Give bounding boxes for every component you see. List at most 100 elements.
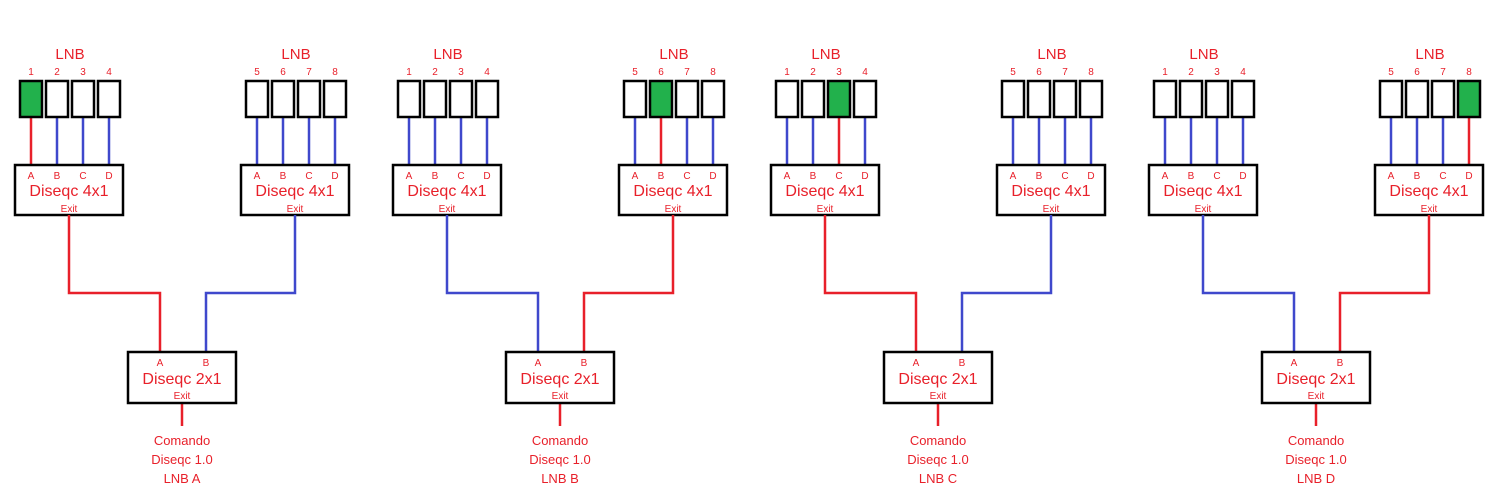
exit-label: Exit — [552, 391, 569, 402]
diseqc-4x1-label: Diseqc 4x1 — [407, 183, 486, 200]
lnb-box — [1026, 79, 1052, 119]
lnb-box — [1178, 79, 1204, 119]
switch-input-label: A — [784, 171, 791, 182]
lnb-box — [70, 79, 96, 119]
lnb-title: LNB — [1037, 46, 1066, 63]
command-caption: LNB A — [164, 471, 201, 486]
switch-link-wire — [823, 215, 918, 352]
lnb-box — [18, 79, 44, 119]
lnb-number: 4 — [862, 67, 868, 78]
switch-input-label: D — [1087, 171, 1094, 182]
exit-label: Exit — [61, 204, 78, 215]
lnb-box — [322, 79, 348, 119]
switch-link-wire — [1338, 215, 1431, 352]
switch-input-label: B — [54, 171, 61, 182]
switch-input-label: B — [280, 171, 287, 182]
switch-input-label: C — [79, 171, 86, 182]
switch-input-label: B — [658, 171, 665, 182]
diseqc-4x1-box — [1373, 163, 1485, 217]
exit-label: Exit — [665, 204, 682, 215]
exit-label: Exit — [1421, 204, 1438, 215]
lnb-box — [774, 79, 800, 119]
diseqc-4x1-box — [13, 163, 125, 217]
lnb-number: 4 — [484, 67, 490, 78]
lnb-box — [700, 79, 726, 119]
switch-link-wire — [582, 215, 675, 352]
command-caption: Diseqc 1.0 — [1285, 452, 1346, 467]
lnb-box — [422, 79, 448, 119]
lnb-number: 8 — [332, 67, 338, 78]
lnb-box — [296, 79, 322, 119]
switch-input-label: A — [28, 171, 35, 182]
exit-label: Exit — [439, 204, 456, 215]
switch-input-label: A — [406, 171, 413, 182]
switch-input-label: B — [1188, 171, 1195, 182]
switch-link-wire — [67, 215, 162, 352]
lnb-number: 2 — [432, 67, 438, 78]
switch-input-label: D — [861, 171, 868, 182]
lnb-box — [674, 79, 700, 119]
lnb-number: 3 — [458, 67, 464, 78]
lnb-box — [1230, 79, 1256, 119]
lnb-title: LNB — [659, 46, 688, 63]
command-caption: LNB D — [1297, 471, 1335, 486]
switch-link-wire — [1201, 215, 1296, 352]
lnb-number: 8 — [710, 67, 716, 78]
switch-input-label: A — [632, 171, 639, 182]
switch-input-label: C — [1213, 171, 1220, 182]
lnb-title: LNB — [433, 46, 462, 63]
lnb-number: 4 — [1240, 67, 1246, 78]
switch-input-label: C — [305, 171, 312, 182]
switch-input-label: B — [1036, 171, 1043, 182]
diseqc-2x1-box — [126, 350, 238, 405]
exit-label: Exit — [287, 204, 304, 215]
switch-input-label: B — [1414, 171, 1421, 182]
diseqc-4x1-label: Diseqc 4x1 — [29, 183, 108, 200]
exit-label: Exit — [174, 391, 191, 402]
command-caption: LNB B — [541, 471, 579, 486]
diseqc-2x1-box — [504, 350, 616, 405]
lnb-box — [1430, 79, 1456, 119]
lnb-number: 5 — [632, 67, 638, 78]
lnb-box — [1078, 79, 1104, 119]
lnb-title: LNB — [1415, 46, 1444, 63]
switch-input-label: B — [432, 171, 439, 182]
lnb-number: 7 — [1440, 67, 1446, 78]
diseqc-2x1-box — [882, 350, 994, 405]
lnb-number: 5 — [254, 67, 260, 78]
exit-label: Exit — [817, 204, 834, 215]
lnb-box — [1152, 79, 1178, 119]
diseqc-4x1-label: Diseqc 4x1 — [785, 183, 864, 200]
switch-input-label: A — [535, 358, 542, 369]
command-caption: Comando — [532, 433, 588, 448]
command-caption: Diseqc 1.0 — [529, 452, 590, 467]
lnb-box — [622, 79, 648, 119]
lnb-number: 4 — [106, 67, 112, 78]
switch-input-label: B — [1337, 358, 1344, 369]
lnb-number: 1 — [1162, 67, 1168, 78]
lnb-number: 2 — [54, 67, 60, 78]
switch-input-label: C — [1061, 171, 1068, 182]
lnb-box — [396, 79, 422, 119]
diseqc-2x1-box — [1260, 350, 1372, 405]
command-caption: LNB C — [919, 471, 957, 486]
diseqc-4x1-box — [1147, 163, 1259, 217]
command-caption: Comando — [1288, 433, 1344, 448]
lnb-box — [1456, 79, 1482, 119]
switch-input-label: B — [203, 358, 210, 369]
switch-input-label: B — [581, 358, 588, 369]
switch-input-label: D — [331, 171, 338, 182]
diseqc-4x1-label: Diseqc 4x1 — [1011, 183, 1090, 200]
switch-input-label: A — [1388, 171, 1395, 182]
switch-input-label: C — [835, 171, 842, 182]
